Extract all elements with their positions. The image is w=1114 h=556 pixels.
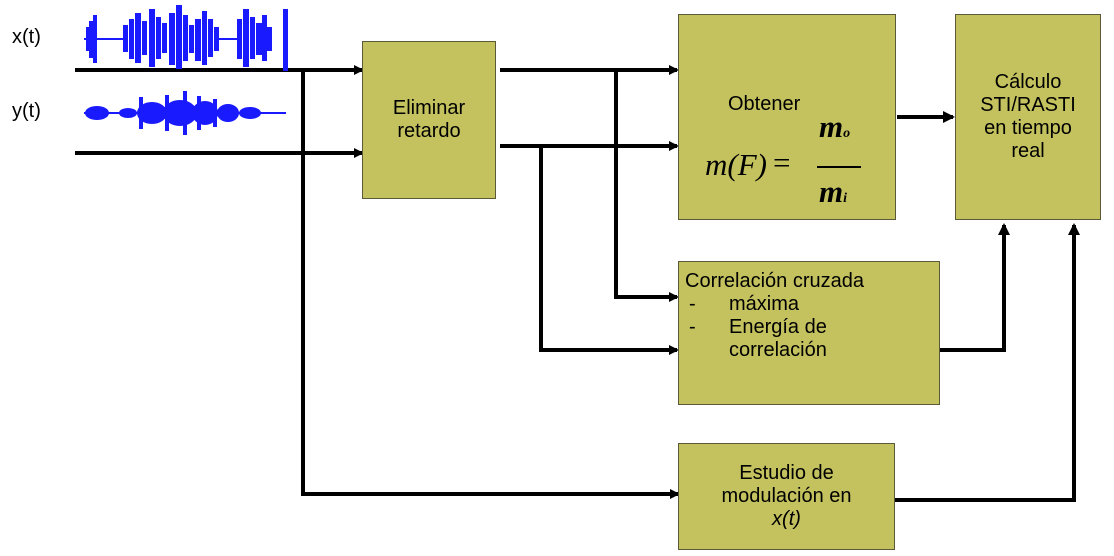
obtain-title: Obtener: [728, 93, 801, 115]
modulation-line3: x(t): [772, 508, 801, 530]
correlation-item-label: Energía de: [729, 316, 827, 338]
corr-branch-y: [539, 146, 679, 355]
correlation-block: Correlación cruzada - máxima - Energía d…: [678, 261, 940, 405]
formula-denominator: mi: [819, 174, 848, 209]
correlation-item-continuation: correlación: [685, 339, 939, 362]
bullet-dash: -: [689, 293, 696, 315]
x-branch-line: [301, 70, 680, 499]
x-waveform: [84, 5, 288, 71]
obtain-block: Obtener m(F) = mo mi: [678, 14, 896, 220]
correlation-item-max: - máxima: [685, 293, 939, 316]
delay-line2: retardo: [397, 120, 461, 142]
x-signal-label: x(t): [12, 26, 41, 48]
delay-line1: Eliminar: [392, 97, 466, 119]
sti-line4: real: [1011, 140, 1045, 162]
fraction-bar: [817, 166, 861, 168]
bullet-dash: -: [689, 316, 696, 338]
modulation-block: Estudio de modulación en x(t): [678, 443, 895, 550]
correlation-item-label: máxima: [729, 293, 800, 315]
y-signal-label: y(t): [12, 100, 41, 122]
corr-to-sti: [940, 223, 1010, 352]
correlation-title: Correlación cruzada: [685, 270, 864, 292]
delay-block: Eliminar retardo: [362, 41, 496, 199]
modulation-line1: Estudio de: [739, 462, 834, 484]
y-waveform: [84, 91, 286, 135]
modulation-line2: modulación en: [721, 485, 852, 507]
sti-line1: Cálculo: [994, 71, 1062, 93]
correlation-continuation: correlación: [729, 339, 827, 361]
mod-to-sti: [895, 223, 1080, 502]
sti-block: Cálculo STI/RASTI en tiempo real: [955, 14, 1101, 220]
sti-line2: STI/RASTI: [980, 94, 1076, 116]
formula-equals: =: [773, 145, 791, 180]
sti-line3: en tiempo: [984, 117, 1072, 139]
correlation-item-energy: - Energía de: [685, 316, 939, 339]
modulation-formula: m(F) = mo mi: [705, 110, 895, 210]
corr-branch-x: [614, 70, 679, 302]
formula-lhs: m(F): [705, 147, 767, 182]
formula-numerator: mo: [819, 109, 851, 144]
